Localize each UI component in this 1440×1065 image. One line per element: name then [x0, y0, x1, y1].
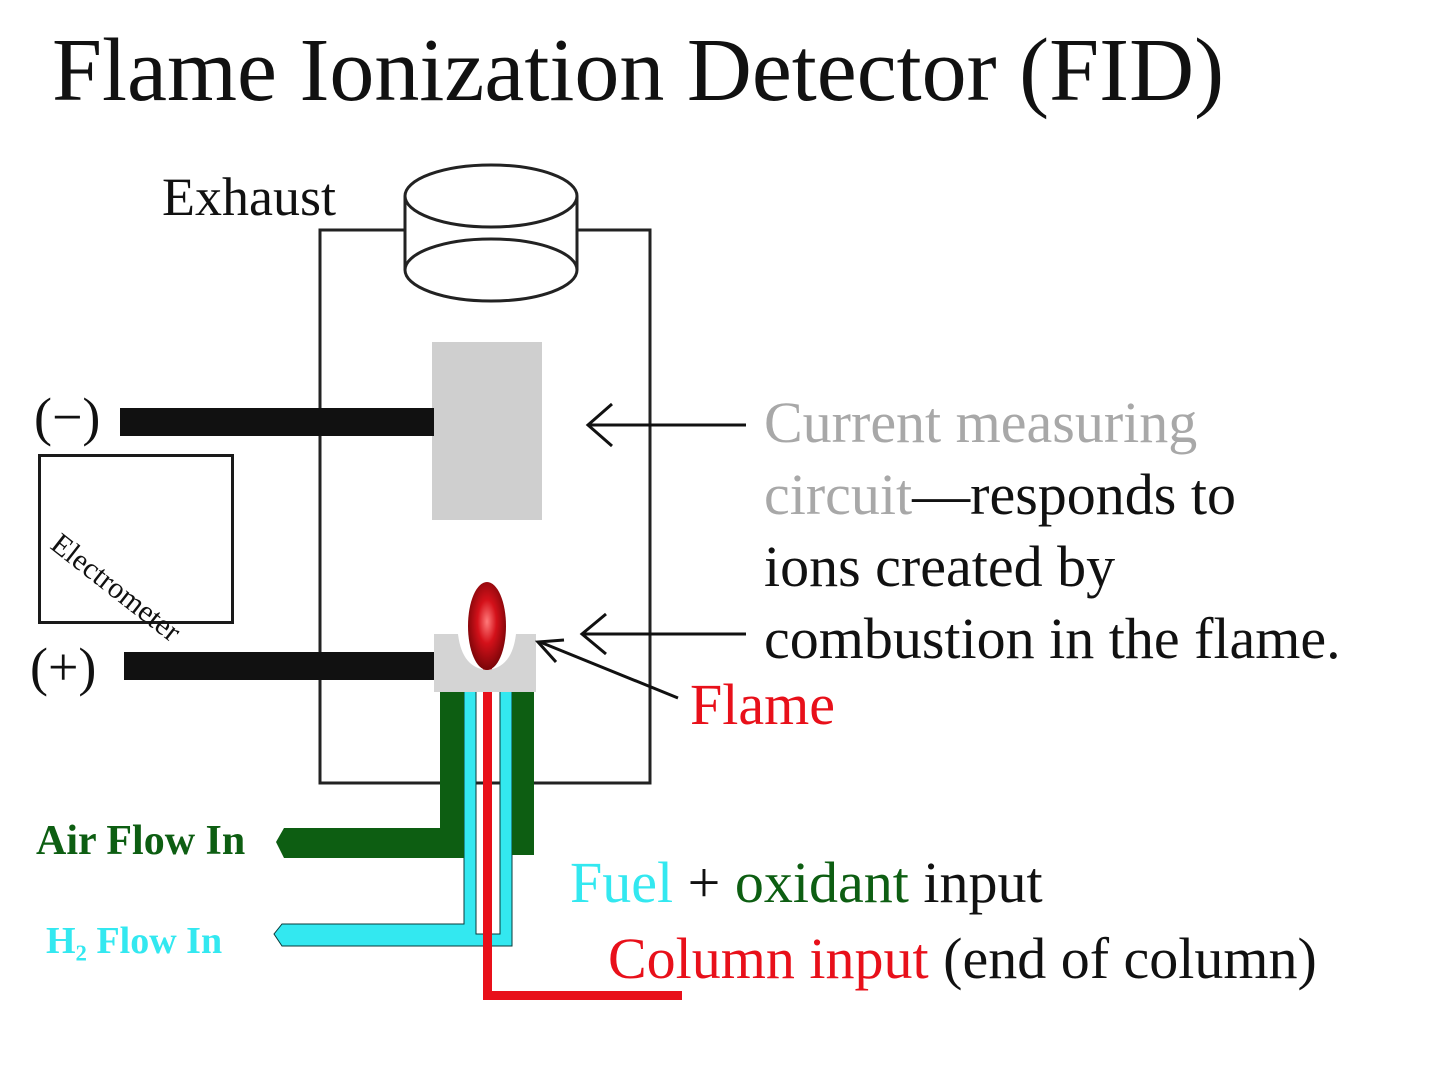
- arrow-to-flame-region: [579, 612, 746, 656]
- description-line-3: ions created by: [764, 534, 1116, 599]
- description-line-4: combustion in the flame.: [764, 606, 1341, 671]
- negative-terminal-label: (−): [34, 387, 101, 447]
- h2-tube: [273, 689, 513, 947]
- flame: [468, 582, 506, 670]
- flame-label: Flame: [690, 672, 835, 737]
- positive-terminal-label: (+): [30, 637, 97, 697]
- description-dash: —: [912, 462, 971, 527]
- exhaust-cylinder: [403, 163, 579, 303]
- description-gray-1: Current measuring: [764, 390, 1198, 455]
- description-gray-2: circuit: [764, 462, 913, 527]
- page-title: Flame Ionization Detector (FID): [52, 21, 1225, 120]
- arrow-flame-label: [534, 638, 679, 700]
- burner-nozzle: [434, 634, 536, 692]
- input-text: input: [908, 850, 1043, 915]
- electrometer-box: Electrometer: [38, 454, 234, 648]
- negative-lead: [120, 408, 434, 436]
- plus-text: +: [673, 850, 735, 915]
- positive-lead: [124, 652, 438, 680]
- arrow-to-collector: [585, 402, 746, 448]
- description-line-2: circuit—responds to: [764, 466, 1236, 524]
- fuel-text: Fuel: [570, 850, 674, 915]
- collector-electrode: [432, 342, 542, 520]
- description-rest-2: responds to: [970, 462, 1236, 527]
- column-input-line: Column input (end of column): [608, 930, 1317, 988]
- oxidant-text: oxidant: [734, 850, 909, 915]
- h2-flow-label: H₂ Flow In: [46, 920, 223, 962]
- column-note: (end of column): [928, 926, 1317, 991]
- column-text: Column input: [608, 926, 929, 991]
- fuel-oxidant-line: Fuel + oxidant input: [570, 854, 1043, 912]
- air-tube-right: [512, 690, 534, 855]
- air-flow-label: Air Flow In: [36, 818, 246, 864]
- air-tube: [276, 690, 464, 858]
- description-line-1: Current measuring: [764, 394, 1197, 452]
- exhaust-label: Exhaust: [162, 167, 336, 227]
